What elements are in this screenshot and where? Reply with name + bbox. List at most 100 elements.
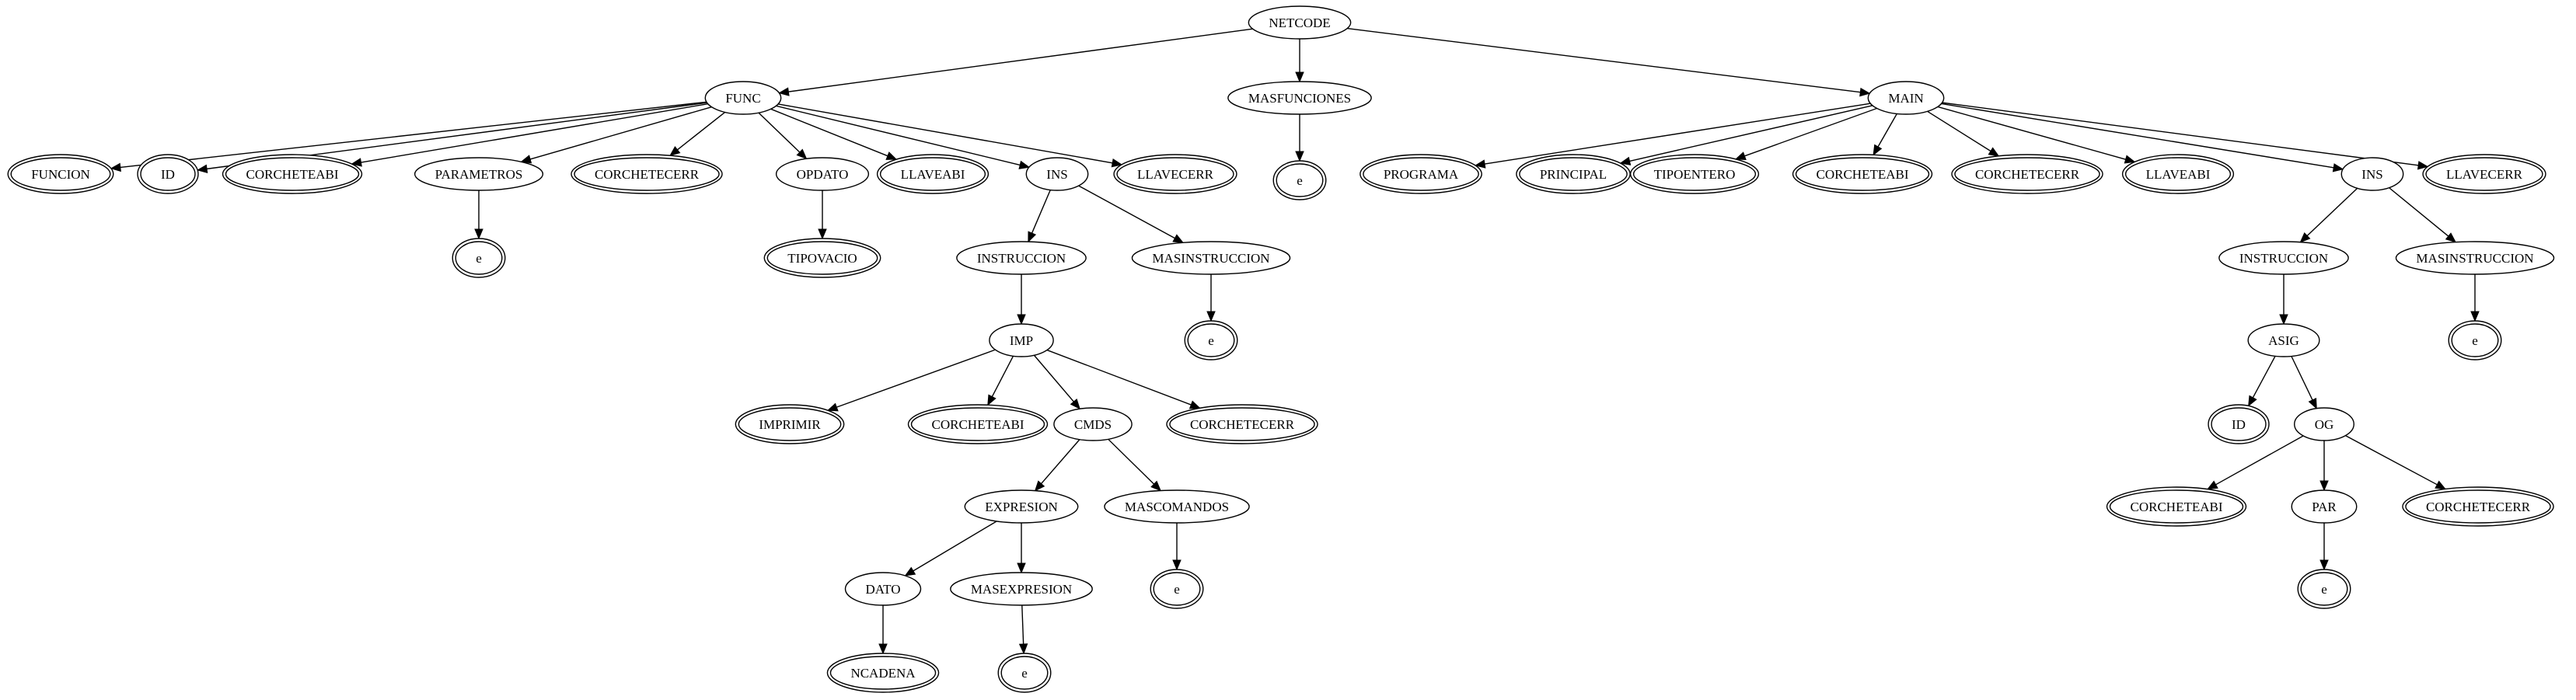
node-label: MASEXPRESION [971,582,1072,597]
node-e: e [2297,569,2351,609]
edge-line [1078,185,1175,239]
edge-line [1942,102,2419,166]
node-ellipse [1363,157,1479,191]
edge-func-to-corchetecerr [669,111,726,157]
node-label: CORCHETEABI [246,167,339,182]
node-label: PROGRAMA [1384,167,1459,182]
node-label: ASIG [2268,333,2299,348]
node-instruccion: INSTRUCCION [956,241,1087,275]
edge-line [991,355,1014,397]
node-og: OG [2294,407,2354,441]
edge-line [1877,113,1897,148]
arrowhead [904,566,916,576]
edge-masinstruccion-to-e [2470,274,2480,322]
node-ellipse [2340,157,2404,191]
edge-func-to-llavecerr [777,103,1123,168]
node-corchetecerr: CORCHETECERR [571,154,723,194]
node-imp: IMP [989,323,1054,357]
arrowhead [2248,395,2257,407]
node-masinstruccion: MASINSTRUCCION [1131,241,1291,275]
node-label: MASCOMANDOS [1125,500,1229,514]
edge-line [1937,106,2126,160]
edge-func-to-funcion [110,101,707,172]
node-instruccion: INSTRUCCION [2218,241,2349,275]
node-cmds: CMDS [1053,407,1133,441]
node-ellipse [140,157,196,191]
arrowhead [520,155,532,164]
edge-line [758,112,801,153]
node-label: LLAVEABI [901,167,965,182]
node-ellipse [455,241,503,275]
edge-main-to-llavecerr [1942,102,2429,170]
node-ellipse [1025,157,1089,191]
node-ellipse [1169,407,1315,441]
node-ellipse [2247,323,2320,357]
edge-line [777,103,1113,164]
node-ellipse [225,157,360,191]
node-principal: PRINCIPAL [1516,154,1631,194]
node-ellipse [2124,157,2232,191]
arrowhead [2279,314,2288,326]
node-corcheteabi: CORCHETEABI [2106,486,2247,527]
node-label: CORCHETECERR [595,167,700,182]
node-id: ID [2208,404,2270,444]
node-ellipse [704,81,782,115]
arrowhead [1018,160,1031,169]
node-ellipse [910,407,1045,441]
node-ellipse [956,241,1087,275]
node-ellipse [1519,157,1628,191]
edges-layer [110,27,2480,655]
node-ellipse [1153,572,1201,606]
edge-line [913,521,997,572]
node-label: ID [2232,417,2246,432]
edge-line [677,111,726,151]
node-ellipse [1248,5,1352,40]
node-label: PAR [2312,500,2337,514]
arrowhead [1017,314,1026,326]
edge-line [2345,435,2438,486]
arrowhead [2445,232,2457,243]
node-label: FUNCION [31,167,90,182]
node-label: TIPOVACIO [787,251,857,266]
node-parametros: PARAMETROS [414,157,544,191]
edge-func-to-llaveabi [770,108,898,160]
edge-line [1046,349,1192,406]
node-label: e [2321,582,2327,597]
arrowhead [1988,147,2000,157]
edge-func-to-parametros [520,106,712,164]
node-main: MAIN [1867,81,1945,115]
edge-line [1021,604,1024,645]
edge-cmds-to-mascomandos [1108,438,1162,492]
node-llavecerr: LLAVECERR [1113,154,1237,194]
node-label: e [1021,666,1028,681]
node-ellipse [1954,157,2100,191]
node-ellipse [844,572,922,606]
edge-main-to-ins [1941,103,2344,172]
edge-og-to-corchetecerr [2345,435,2447,490]
arrowhead [1070,398,1080,410]
node-ellipse [1227,81,1372,115]
edge-ins-to-masinstruccion [1078,185,1185,243]
node-label: CORCHETECERR [1975,167,2080,182]
node-llaveabi: LLAVEABI [876,154,990,194]
node-dato: DATO [844,572,922,606]
arrowhead [474,228,483,240]
node-label: ID [161,167,175,182]
edge-line [1484,103,1871,165]
node-asig: ASIG [2247,323,2320,357]
edge-main-to-corcheteabi [1873,113,1897,156]
arrowhead [1859,87,1871,97]
node-funcion: FUNCION [7,154,114,194]
arrowhead [669,145,681,157]
edge-line [1031,190,1051,234]
arrowhead [826,402,839,412]
node-corchetecerr: CORCHETECERR [1951,154,2103,194]
arrowhead [987,394,997,406]
edge-expresion-to-dato [904,521,997,576]
edge-line [1033,354,1074,402]
node-ellipse [1187,323,1235,357]
node-label: FUNC [725,91,760,106]
